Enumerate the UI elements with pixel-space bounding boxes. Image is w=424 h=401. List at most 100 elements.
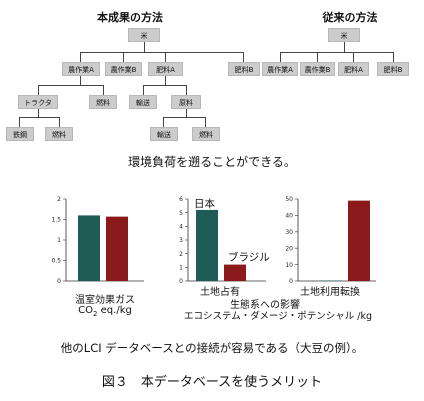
node-label: 輸送 bbox=[157, 131, 171, 139]
new-l2-box: 燃料 bbox=[89, 95, 117, 109]
chart2-bar bbox=[224, 264, 246, 281]
node-label: 農作業A bbox=[68, 66, 94, 74]
chart1-tick-label: 0 bbox=[57, 278, 61, 285]
node-label: 農作業B bbox=[110, 66, 137, 74]
chart3-tick-label: 10 bbox=[285, 262, 293, 269]
eco-label: 生態系への影響 bbox=[230, 300, 300, 311]
connector bbox=[80, 52, 243, 53]
chart2-bar-label: ブラジル bbox=[228, 251, 270, 264]
old-root-box: 米 bbox=[328, 28, 360, 42]
db-caption: 他のLCI データベースとの接続が容易である（大豆の例）。 bbox=[60, 341, 364, 355]
chart2-tick-label: 1 bbox=[179, 265, 183, 272]
connector bbox=[353, 52, 354, 62]
chart2-tick-label: 4 bbox=[179, 224, 183, 231]
new-l1-box: 農作業B bbox=[105, 62, 142, 76]
old-l1-box: 肥料A bbox=[338, 62, 369, 76]
node-label: 輸送 bbox=[136, 99, 150, 107]
connector bbox=[165, 76, 166, 85]
chart2-bar-label: 日本 bbox=[194, 197, 215, 210]
node-label: 肥料A bbox=[344, 66, 363, 74]
unit-rest: eq./kg bbox=[97, 305, 132, 316]
connector bbox=[280, 52, 281, 62]
new-l3-box: 輸送 bbox=[150, 127, 178, 141]
chart1-tick-label: 1.5 bbox=[51, 217, 61, 224]
chart3-tick-label: 30 bbox=[285, 229, 293, 236]
old-l1-box: 肥料B bbox=[377, 62, 409, 76]
chart3-bar bbox=[348, 200, 370, 281]
new-l3-box: 燃料 bbox=[45, 127, 73, 141]
node-label: 肥料A bbox=[156, 66, 175, 74]
chart3-tick-label: 0 bbox=[289, 278, 293, 285]
new-l3-box: 鉄鋼 bbox=[6, 127, 34, 141]
connector bbox=[243, 52, 244, 62]
old-l1-box: 農作業B bbox=[300, 62, 335, 76]
new-l1-box: 肥料B bbox=[228, 62, 260, 76]
eco-unit: エコシステム・ダメージ・ポテンシャル /kg bbox=[184, 311, 372, 322]
connector bbox=[80, 52, 81, 62]
connector bbox=[163, 117, 205, 118]
node-label: 鉄鋼 bbox=[13, 131, 27, 139]
connector bbox=[205, 117, 206, 127]
old-root-label: 米 bbox=[340, 32, 348, 40]
chart1-xlabel: 温室効果ガス bbox=[75, 295, 135, 306]
chart3-xlabel: 土地利用転換 bbox=[300, 287, 360, 298]
node-label: 肥料B bbox=[234, 66, 254, 74]
connector bbox=[186, 109, 187, 117]
connector bbox=[38, 109, 39, 117]
chart1-tick-label: 0.5 bbox=[51, 258, 61, 265]
chart2-tick-label: 3 bbox=[179, 237, 183, 244]
connector bbox=[317, 52, 318, 62]
old-method-title: 従来の方法 bbox=[322, 11, 378, 24]
connector bbox=[143, 85, 144, 95]
connector bbox=[59, 117, 60, 127]
connector bbox=[165, 52, 166, 62]
new-l1-box: 農作業A bbox=[62, 62, 100, 76]
chart3-tick-label: 20 bbox=[285, 245, 293, 252]
unit-co: CO bbox=[78, 305, 93, 316]
connector bbox=[80, 76, 81, 85]
node-label: 燃料 bbox=[52, 131, 66, 139]
node-label: 農作業A bbox=[267, 66, 293, 74]
new-l1-box: 肥料A bbox=[148, 62, 183, 76]
connector bbox=[123, 52, 124, 62]
node-label: 肥料B bbox=[383, 66, 403, 74]
connector bbox=[393, 52, 394, 62]
chart3-bar bbox=[320, 280, 342, 282]
new-l3-box: 燃料 bbox=[192, 127, 220, 141]
connector bbox=[344, 42, 345, 52]
unit-sub: 2 bbox=[93, 310, 98, 318]
node-label: 原料 bbox=[179, 99, 193, 107]
old-l1-box: 農作業A bbox=[262, 62, 298, 76]
new-l2-box: 原料 bbox=[171, 95, 201, 109]
connector bbox=[186, 85, 187, 95]
chart2-tick-label: 5 bbox=[179, 210, 183, 217]
chart3-tick-label: 40 bbox=[285, 213, 293, 220]
connector bbox=[143, 85, 186, 86]
new-root-box: 米 bbox=[128, 28, 160, 42]
chart2-xlabel: 土地占有 bbox=[200, 287, 240, 298]
chart1-unit: CO2 eq./kg bbox=[60, 305, 150, 318]
chart2-bar bbox=[196, 209, 218, 281]
connector bbox=[19, 117, 59, 118]
connector bbox=[38, 85, 104, 86]
chart1-tick-label: 1 bbox=[57, 237, 61, 244]
trace-caption: 環境負荷を遡ることができる。 bbox=[128, 155, 296, 169]
new-l2-box: 輸送 bbox=[129, 95, 157, 109]
node-label: トラクタ bbox=[24, 99, 52, 107]
new-method-title: 本成果の方法 bbox=[97, 11, 163, 24]
node-label: 燃料 bbox=[96, 99, 110, 107]
node-label: 農作業B bbox=[304, 66, 331, 74]
connector bbox=[280, 52, 393, 53]
connector bbox=[103, 85, 104, 95]
chart1-tick-label: 2 bbox=[57, 196, 61, 203]
chart1-bar bbox=[106, 216, 128, 281]
connector bbox=[144, 42, 145, 52]
node-label: 燃料 bbox=[199, 131, 213, 139]
chart2-tick-label: 2 bbox=[179, 251, 183, 258]
connector bbox=[163, 117, 164, 127]
connector bbox=[19, 117, 20, 127]
chart3-tick-label: 50 bbox=[285, 196, 293, 203]
chart2-tick-label: 6 bbox=[179, 196, 183, 203]
new-l2-box: トラクタ bbox=[18, 95, 58, 109]
